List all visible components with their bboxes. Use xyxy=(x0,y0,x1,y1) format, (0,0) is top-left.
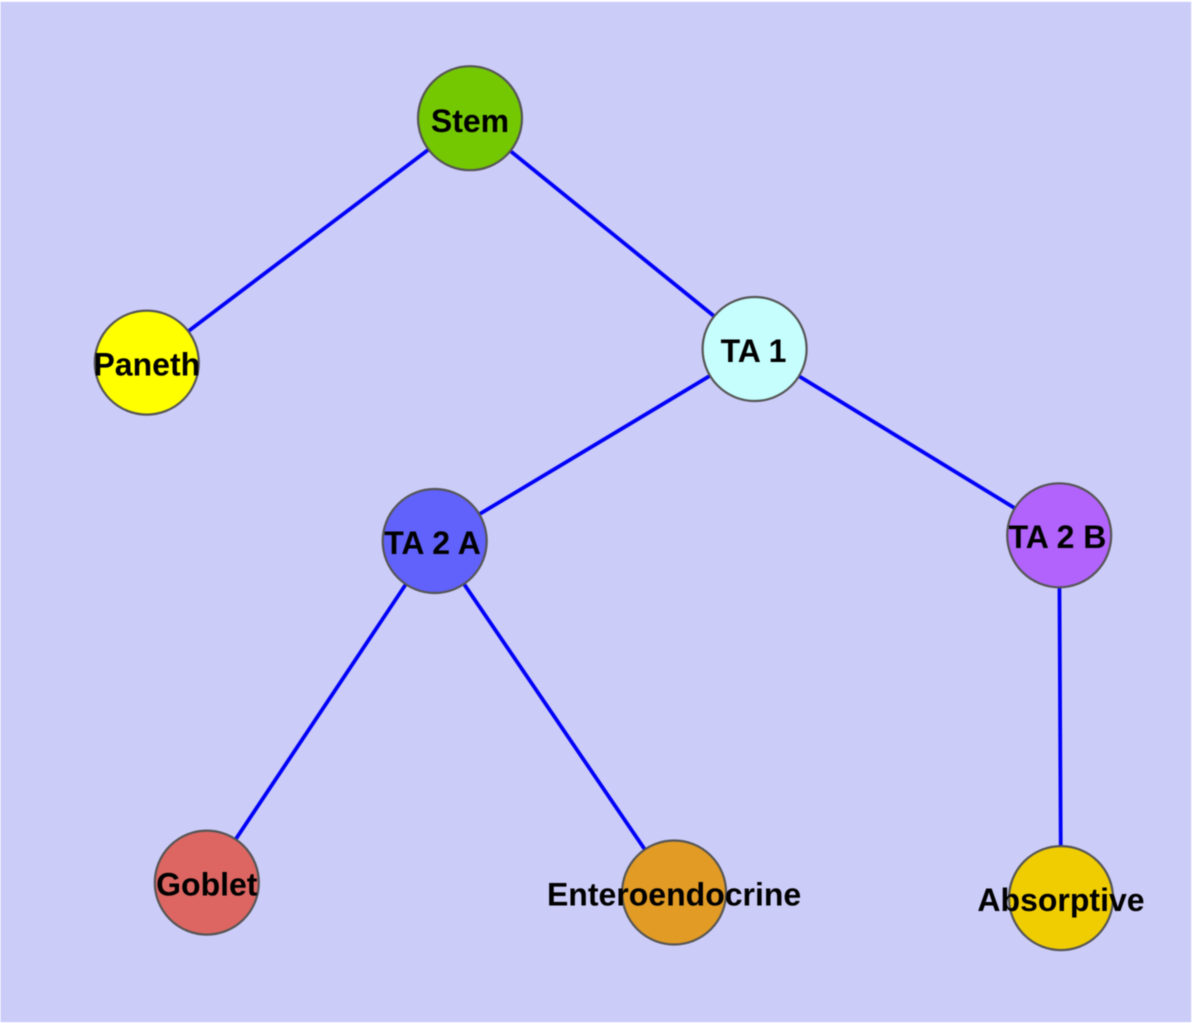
svg-text:Absorptive: Absorptive xyxy=(977,882,1144,918)
svg-text:TA 2 B: TA 2 B xyxy=(1009,519,1107,555)
svg-text:Paneth: Paneth xyxy=(93,347,200,383)
svg-text:Enteroendocrine: Enteroendocrine xyxy=(547,877,801,913)
svg-text:TA 1: TA 1 xyxy=(721,333,787,369)
svg-text:Stem: Stem xyxy=(431,103,509,139)
svg-text:Goblet: Goblet xyxy=(156,867,258,903)
svg-text:TA 2 A: TA 2 A xyxy=(384,525,481,561)
